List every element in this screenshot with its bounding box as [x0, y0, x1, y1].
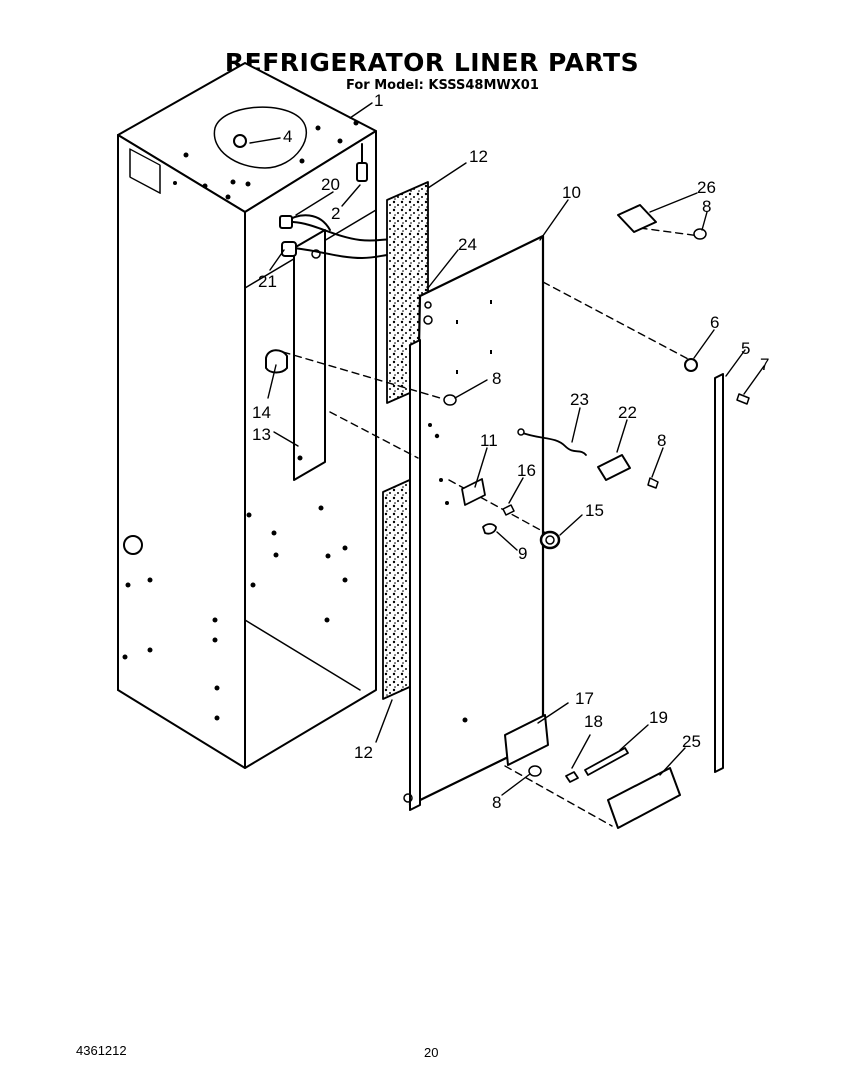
callout-23: 23 [570, 390, 589, 409]
callout-1: 1 [374, 91, 383, 110]
callout-8-top: 8 [702, 197, 711, 216]
callout-10: 10 [562, 183, 581, 202]
door-panel-10 [403, 234, 545, 811]
callout-8-mid: 8 [492, 369, 501, 388]
callout-18: 18 [584, 712, 603, 731]
bracket-13 [293, 229, 326, 481]
callout-16: 16 [517, 461, 536, 480]
callout-4: 4 [283, 127, 292, 146]
page-number: 20 [424, 1045, 439, 1060]
callout-9: 9 [518, 544, 527, 563]
callout-24: 24 [458, 235, 477, 254]
callout-22: 22 [618, 403, 637, 422]
wire-harness-20-21 [279, 214, 393, 259]
hardware-11-16-9-15 [461, 478, 561, 550]
callout-8-bottom: 8 [492, 793, 501, 812]
callout-13: 13 [252, 425, 271, 444]
callout-14: 14 [252, 403, 271, 422]
callout-17: 17 [575, 689, 594, 708]
callout-8-right: 8 [657, 431, 666, 450]
callout-7: 7 [760, 355, 769, 374]
part-code: 4361212 [76, 1043, 127, 1058]
model-subtitle: For Model: KSSS48MWX01 [346, 78, 539, 93]
kickplate-25 [607, 767, 681, 829]
cabinet-liner [117, 62, 377, 769]
diagram-title: REFRIGERATOR LINER PARTS [224, 48, 640, 77]
callout-labels: 1 4 12 10 26 8 20 2 24 21 6 5 7 8 14 13 … [252, 91, 769, 812]
hinge-17-18-19 [504, 714, 629, 783]
callout-20: 20 [321, 175, 340, 194]
screws-8 [443, 228, 707, 777]
dashed-assembly-lines [282, 227, 701, 827]
callout-2: 2 [331, 204, 340, 223]
callout-11: 11 [480, 431, 498, 450]
callout-25: 25 [682, 732, 701, 751]
clip-2 [356, 143, 368, 182]
light-cover-26 [617, 204, 657, 233]
callout-6: 6 [710, 313, 719, 332]
callout-21: 21 [258, 272, 277, 291]
callout-19: 19 [649, 708, 668, 727]
callout-5: 5 [741, 339, 750, 358]
switch-22-23 [517, 428, 659, 489]
callout-12-upper: 12 [469, 147, 488, 166]
knob-14 [265, 349, 288, 374]
callout-12-lower: 12 [354, 743, 373, 762]
callout-15: 15 [585, 501, 604, 520]
trim-5-6-7 [684, 358, 750, 773]
callout-26: 26 [697, 178, 716, 197]
callout-leaders [249, 102, 765, 796]
